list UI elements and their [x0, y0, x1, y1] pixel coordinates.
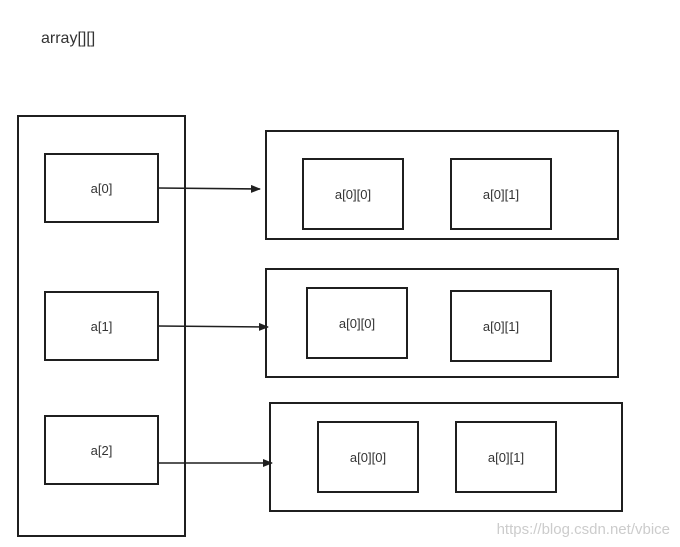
inner-array-cell-1-0: a[0][0]: [306, 287, 408, 359]
outer-array-item-1: a[1]: [44, 291, 159, 361]
watermark-text: https://blog.csdn.net/vbice: [496, 521, 670, 538]
inner-array-cell-label: a[0][0]: [349, 449, 387, 465]
outer-array-item-label: a[1]: [90, 318, 113, 334]
outer-array-item-0: a[0]: [44, 153, 159, 223]
inner-array-cell-label: a[0][1]: [482, 186, 520, 202]
inner-array-cell-0-0: a[0][0]: [302, 158, 404, 230]
outer-array-item-2: a[2]: [44, 415, 159, 485]
outer-array-item-label: a[0]: [90, 180, 113, 196]
inner-array-cell-label: a[0][1]: [482, 318, 520, 334]
outer-array-item-label: a[2]: [90, 442, 113, 458]
inner-array-cell-label: a[0][1]: [487, 449, 525, 465]
pointer-arrow-0: [157, 184, 261, 193]
inner-array-cell-0-1: a[0][1]: [450, 158, 552, 230]
diagram-title: array[][]: [41, 30, 96, 47]
pointer-arrow-1: [157, 322, 269, 331]
inner-array-cell-label: a[0][0]: [334, 186, 372, 202]
inner-array-cell-2-1: a[0][1]: [455, 421, 557, 493]
inner-array-cell-1-1: a[0][1]: [450, 290, 552, 362]
inner-array-cell-label: a[0][0]: [338, 315, 376, 331]
inner-array-cell-2-0: a[0][0]: [317, 421, 419, 493]
